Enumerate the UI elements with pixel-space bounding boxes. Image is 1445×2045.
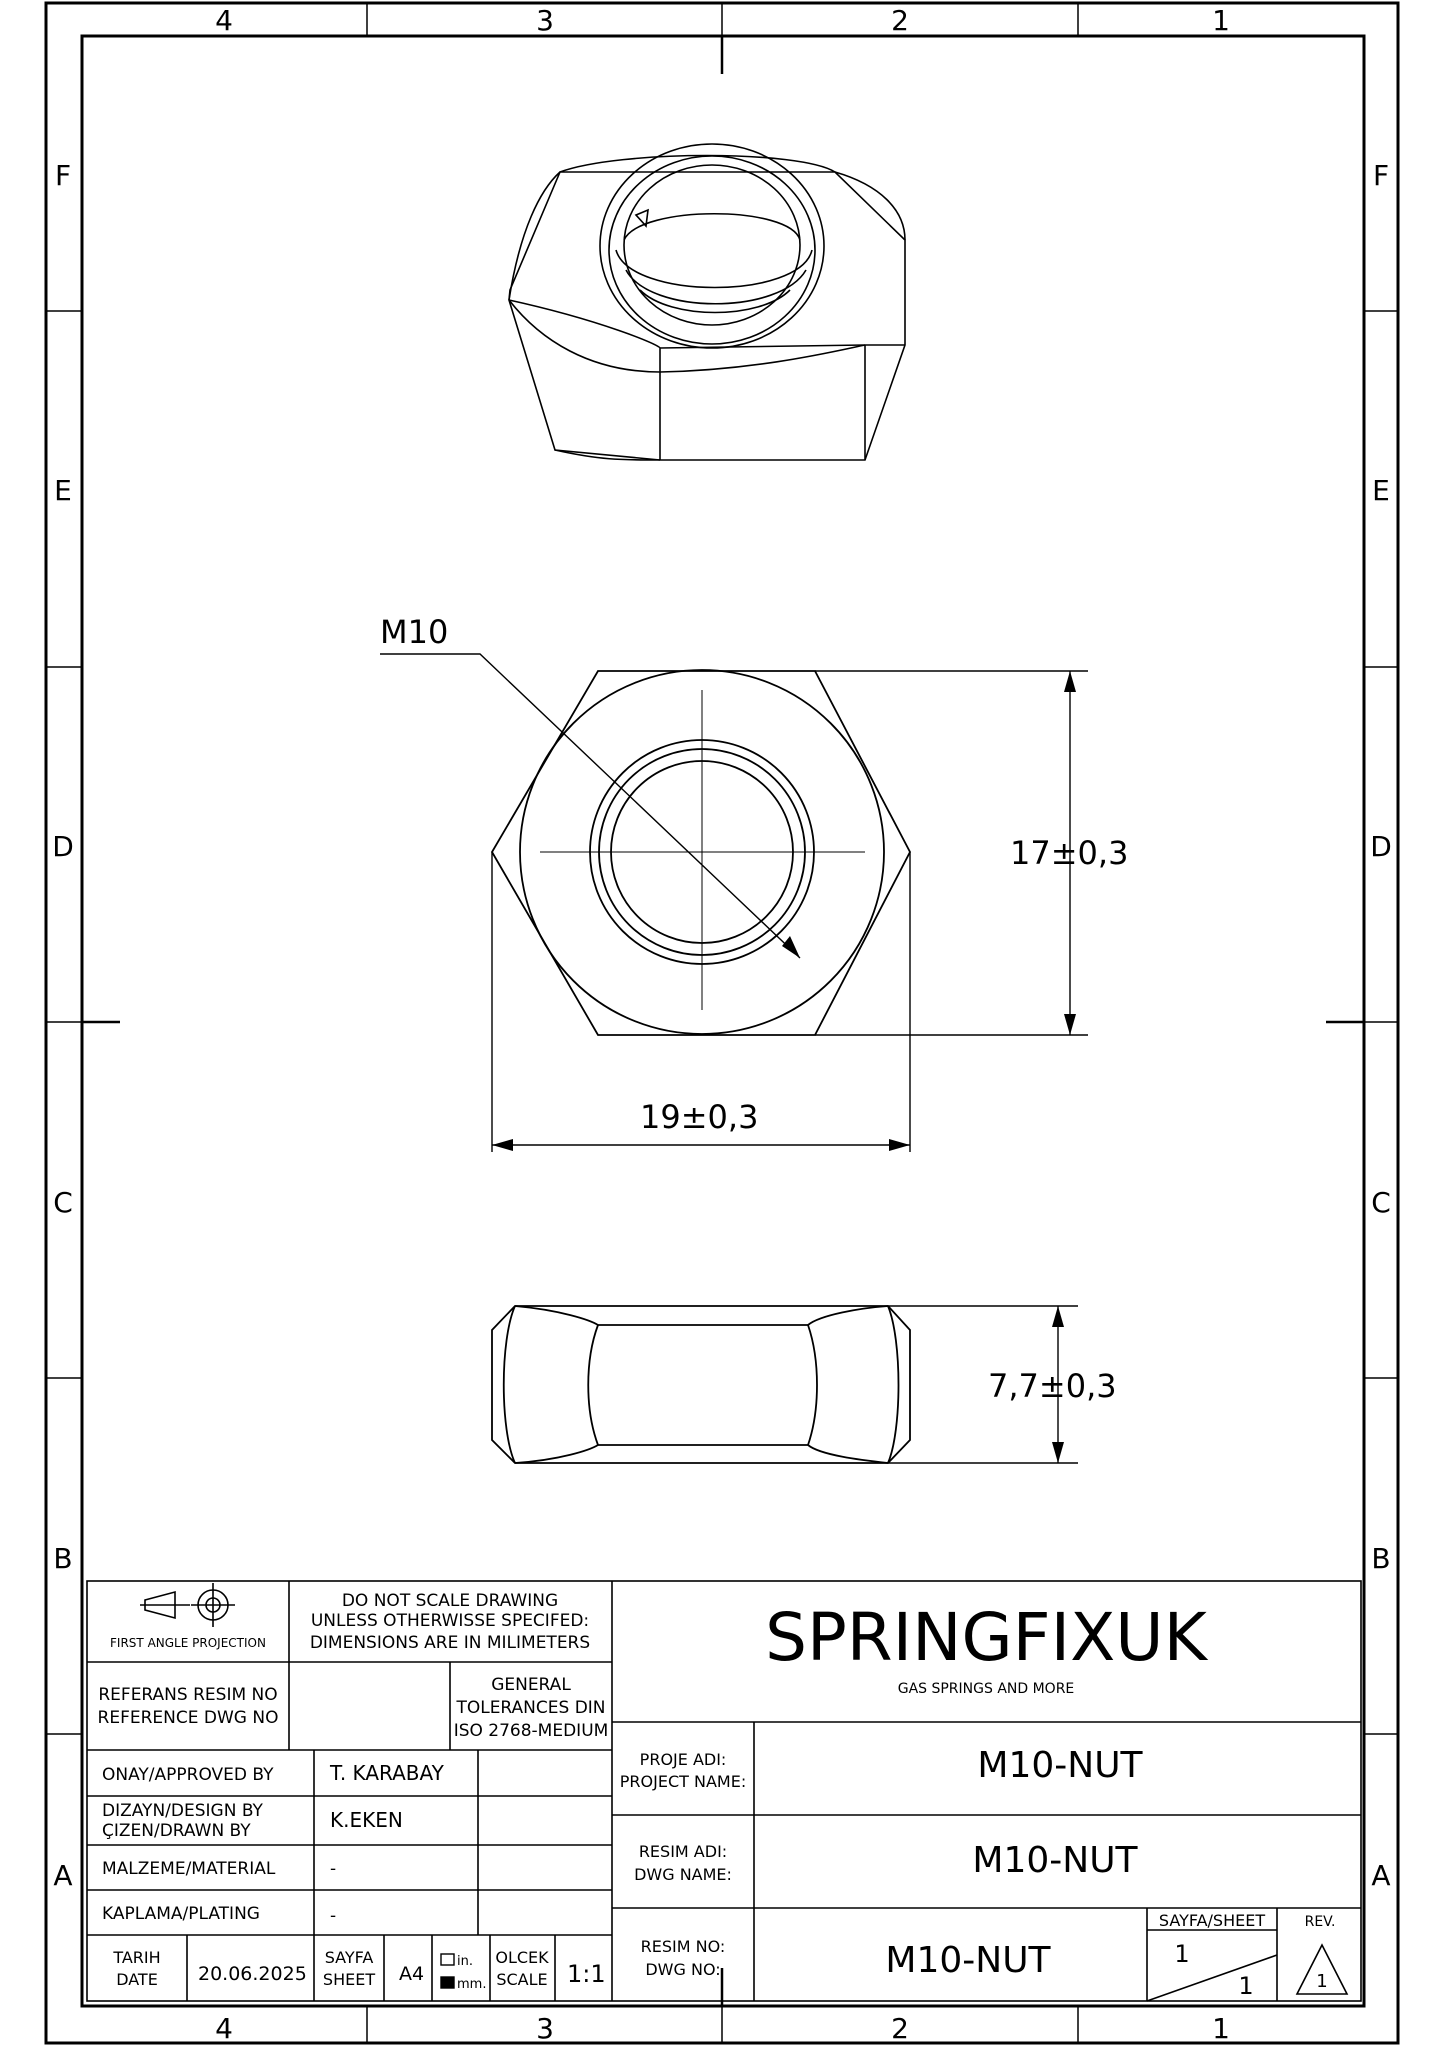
- sheet-of-label: SAYFA/SHEET: [1159, 1911, 1265, 1930]
- side-view: [491, 1305, 911, 1464]
- dwg-name-label: RESIM ADI:: [639, 1842, 727, 1861]
- zone-row-left: A: [53, 1859, 72, 1892]
- sheet-total: 1: [1238, 1972, 1253, 2000]
- zone-col-bottom: 4: [215, 2012, 233, 2045]
- title-block: [86, 1580, 1362, 2002]
- isometric-view: [508, 143, 906, 461]
- company-name: SPRINGFIXUK: [765, 1599, 1208, 1676]
- reference-label: REFERENCE DWG NO: [98, 1708, 279, 1728]
- tolerance-label: GENERAL: [491, 1675, 571, 1695]
- plating-label: KAPLAMA/PLATING: [102, 1904, 260, 1924]
- scale-label: SCALE: [496, 1970, 547, 1989]
- zone-col-top: 2: [891, 4, 909, 37]
- notice-line: DO NOT SCALE DRAWING: [342, 1591, 558, 1611]
- zone-row-left: C: [53, 1186, 73, 1219]
- sheet-label: SAYFA: [325, 1948, 374, 1967]
- zone-row-right: F: [1373, 159, 1389, 192]
- project-name-value: M10-NUT: [977, 1745, 1143, 1786]
- design-value: K.EKEN: [330, 1808, 403, 1832]
- dimension-arrows: [492, 671, 1076, 1463]
- dimension-lines: [380, 653, 1088, 1464]
- company-tagline: GAS SPRINGS AND MORE: [898, 1681, 1075, 1697]
- dwg-no-label: RESIM NO:: [641, 1937, 726, 1956]
- reference-label: REFERANS RESIM NO: [98, 1685, 277, 1705]
- zone-row-right: B: [1371, 1542, 1390, 1575]
- sheet-current: 1: [1174, 1940, 1189, 1968]
- project-label: PROJECT NAME:: [620, 1772, 746, 1791]
- dwg-no-label: DWG NO:: [645, 1960, 720, 1979]
- zone-row-left: B: [53, 1542, 72, 1575]
- rev-value: 1: [1316, 1971, 1327, 1992]
- design-label: ÇIZEN/DRAWN BY: [102, 1821, 251, 1841]
- zone-col-top: 1: [1212, 4, 1230, 37]
- projection-label: FIRST ANGLE PROJECTION: [110, 1636, 266, 1650]
- thread-dimension: M10: [380, 613, 448, 651]
- dwg-name-label: DWG NAME:: [634, 1865, 732, 1884]
- unit-mm: mm.: [457, 1977, 486, 1992]
- scale-label: OLCEK: [495, 1948, 549, 1967]
- date-label: TARIH: [112, 1948, 160, 1967]
- zone-col-bottom: 2: [891, 2012, 909, 2045]
- unit-checkboxes: [440, 1953, 455, 1989]
- dwg-no-value: M10-NUT: [885, 1940, 1051, 1981]
- zone-row-right: A: [1371, 1859, 1390, 1892]
- date-label: DATE: [116, 1970, 158, 1989]
- zone-row-right: D: [1370, 830, 1392, 863]
- dwg-name-value: M10-NUT: [972, 1840, 1138, 1881]
- unit-inch: in.: [457, 1954, 473, 1969]
- zone-col-top: 4: [215, 4, 233, 37]
- approved-label: ONAY/APPROVED BY: [102, 1765, 274, 1785]
- zone-row-left: F: [55, 159, 71, 192]
- notice-line: UNLESS OTHERWISSE SPECIFED:: [311, 1611, 589, 1631]
- zone-markers: [46, 3, 1398, 2043]
- material-label: MALZEME/MATERIAL: [102, 1859, 276, 1879]
- zone-col-bottom: 3: [536, 2012, 554, 2045]
- outer-border: [44, 1, 1400, 2045]
- date-value: 20.06.2025: [198, 1963, 307, 1985]
- approved-value: T. KARABAY: [329, 1761, 445, 1785]
- rev-label: REV.: [1305, 1914, 1336, 1930]
- zone-col-top: 3: [536, 4, 554, 37]
- zone-row-left: D: [52, 830, 74, 863]
- width-across-corners: 19±0,3: [640, 1098, 758, 1136]
- design-label: DIZAYN/DESIGN BY: [102, 1801, 264, 1821]
- height-dimension: 7,7±0,3: [988, 1367, 1117, 1405]
- tolerance-label: TOLERANCES DIN: [455, 1698, 605, 1718]
- tolerance-label: ISO 2768-MEDIUM: [454, 1721, 609, 1741]
- first-angle-projection-icon: [140, 1583, 235, 1627]
- sheet-label: SHEET: [323, 1970, 375, 1989]
- width-across-flats: 17±0,3: [1010, 834, 1128, 872]
- zone-col-bottom: 1: [1212, 2012, 1230, 2045]
- project-label: PROJE ADI:: [640, 1750, 727, 1769]
- zone-row-right: E: [1372, 474, 1390, 507]
- plating-value: -: [330, 1906, 336, 1926]
- zone-row-left: E: [54, 474, 72, 507]
- sheet-size: A4: [399, 1963, 424, 1985]
- notice-line: DIMENSIONS ARE IN MILIMETERS: [310, 1633, 590, 1653]
- scale-value: 1:1: [567, 1960, 606, 1988]
- material-value: -: [330, 1859, 336, 1879]
- zone-row-right: C: [1371, 1186, 1391, 1219]
